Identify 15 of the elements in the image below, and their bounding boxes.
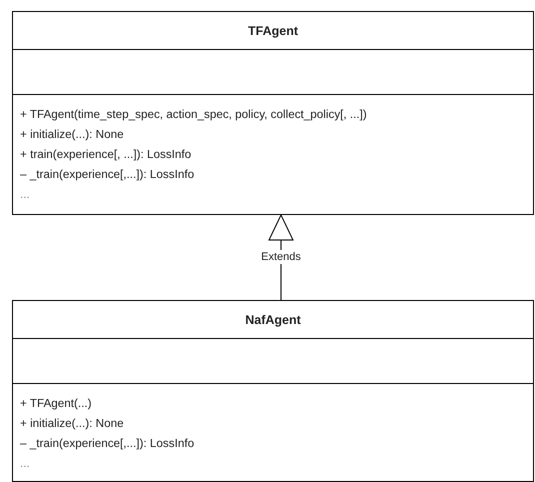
method-text: + train(experience[, ...]): LossInfo: [20, 147, 192, 163]
class-box: [12, 300, 534, 482]
method-text: – _train(experience[,...]): LossInfo: [20, 167, 194, 183]
class-box: [12, 11, 534, 215]
method-text: + initialize(...): None: [20, 416, 124, 432]
method-text: – _train(experience[,...]): LossInfo: [20, 436, 194, 452]
method-text: + TFAgent(time_step_spec, action_spec, policy, collect_policy[, ...]): [20, 107, 367, 123]
class-name: NafAgent: [245, 312, 301, 326]
method-text: + initialize(...): None: [20, 127, 124, 143]
ellipsis-text: ...: [20, 187, 30, 203]
ellipsis-text: ...: [20, 456, 30, 472]
class-name: TFAgent: [248, 24, 298, 38]
edge-label: Extends: [260, 250, 302, 264]
method-text: + TFAgent(...): [20, 396, 92, 412]
inheritance-arrow: [268, 214, 294, 300]
